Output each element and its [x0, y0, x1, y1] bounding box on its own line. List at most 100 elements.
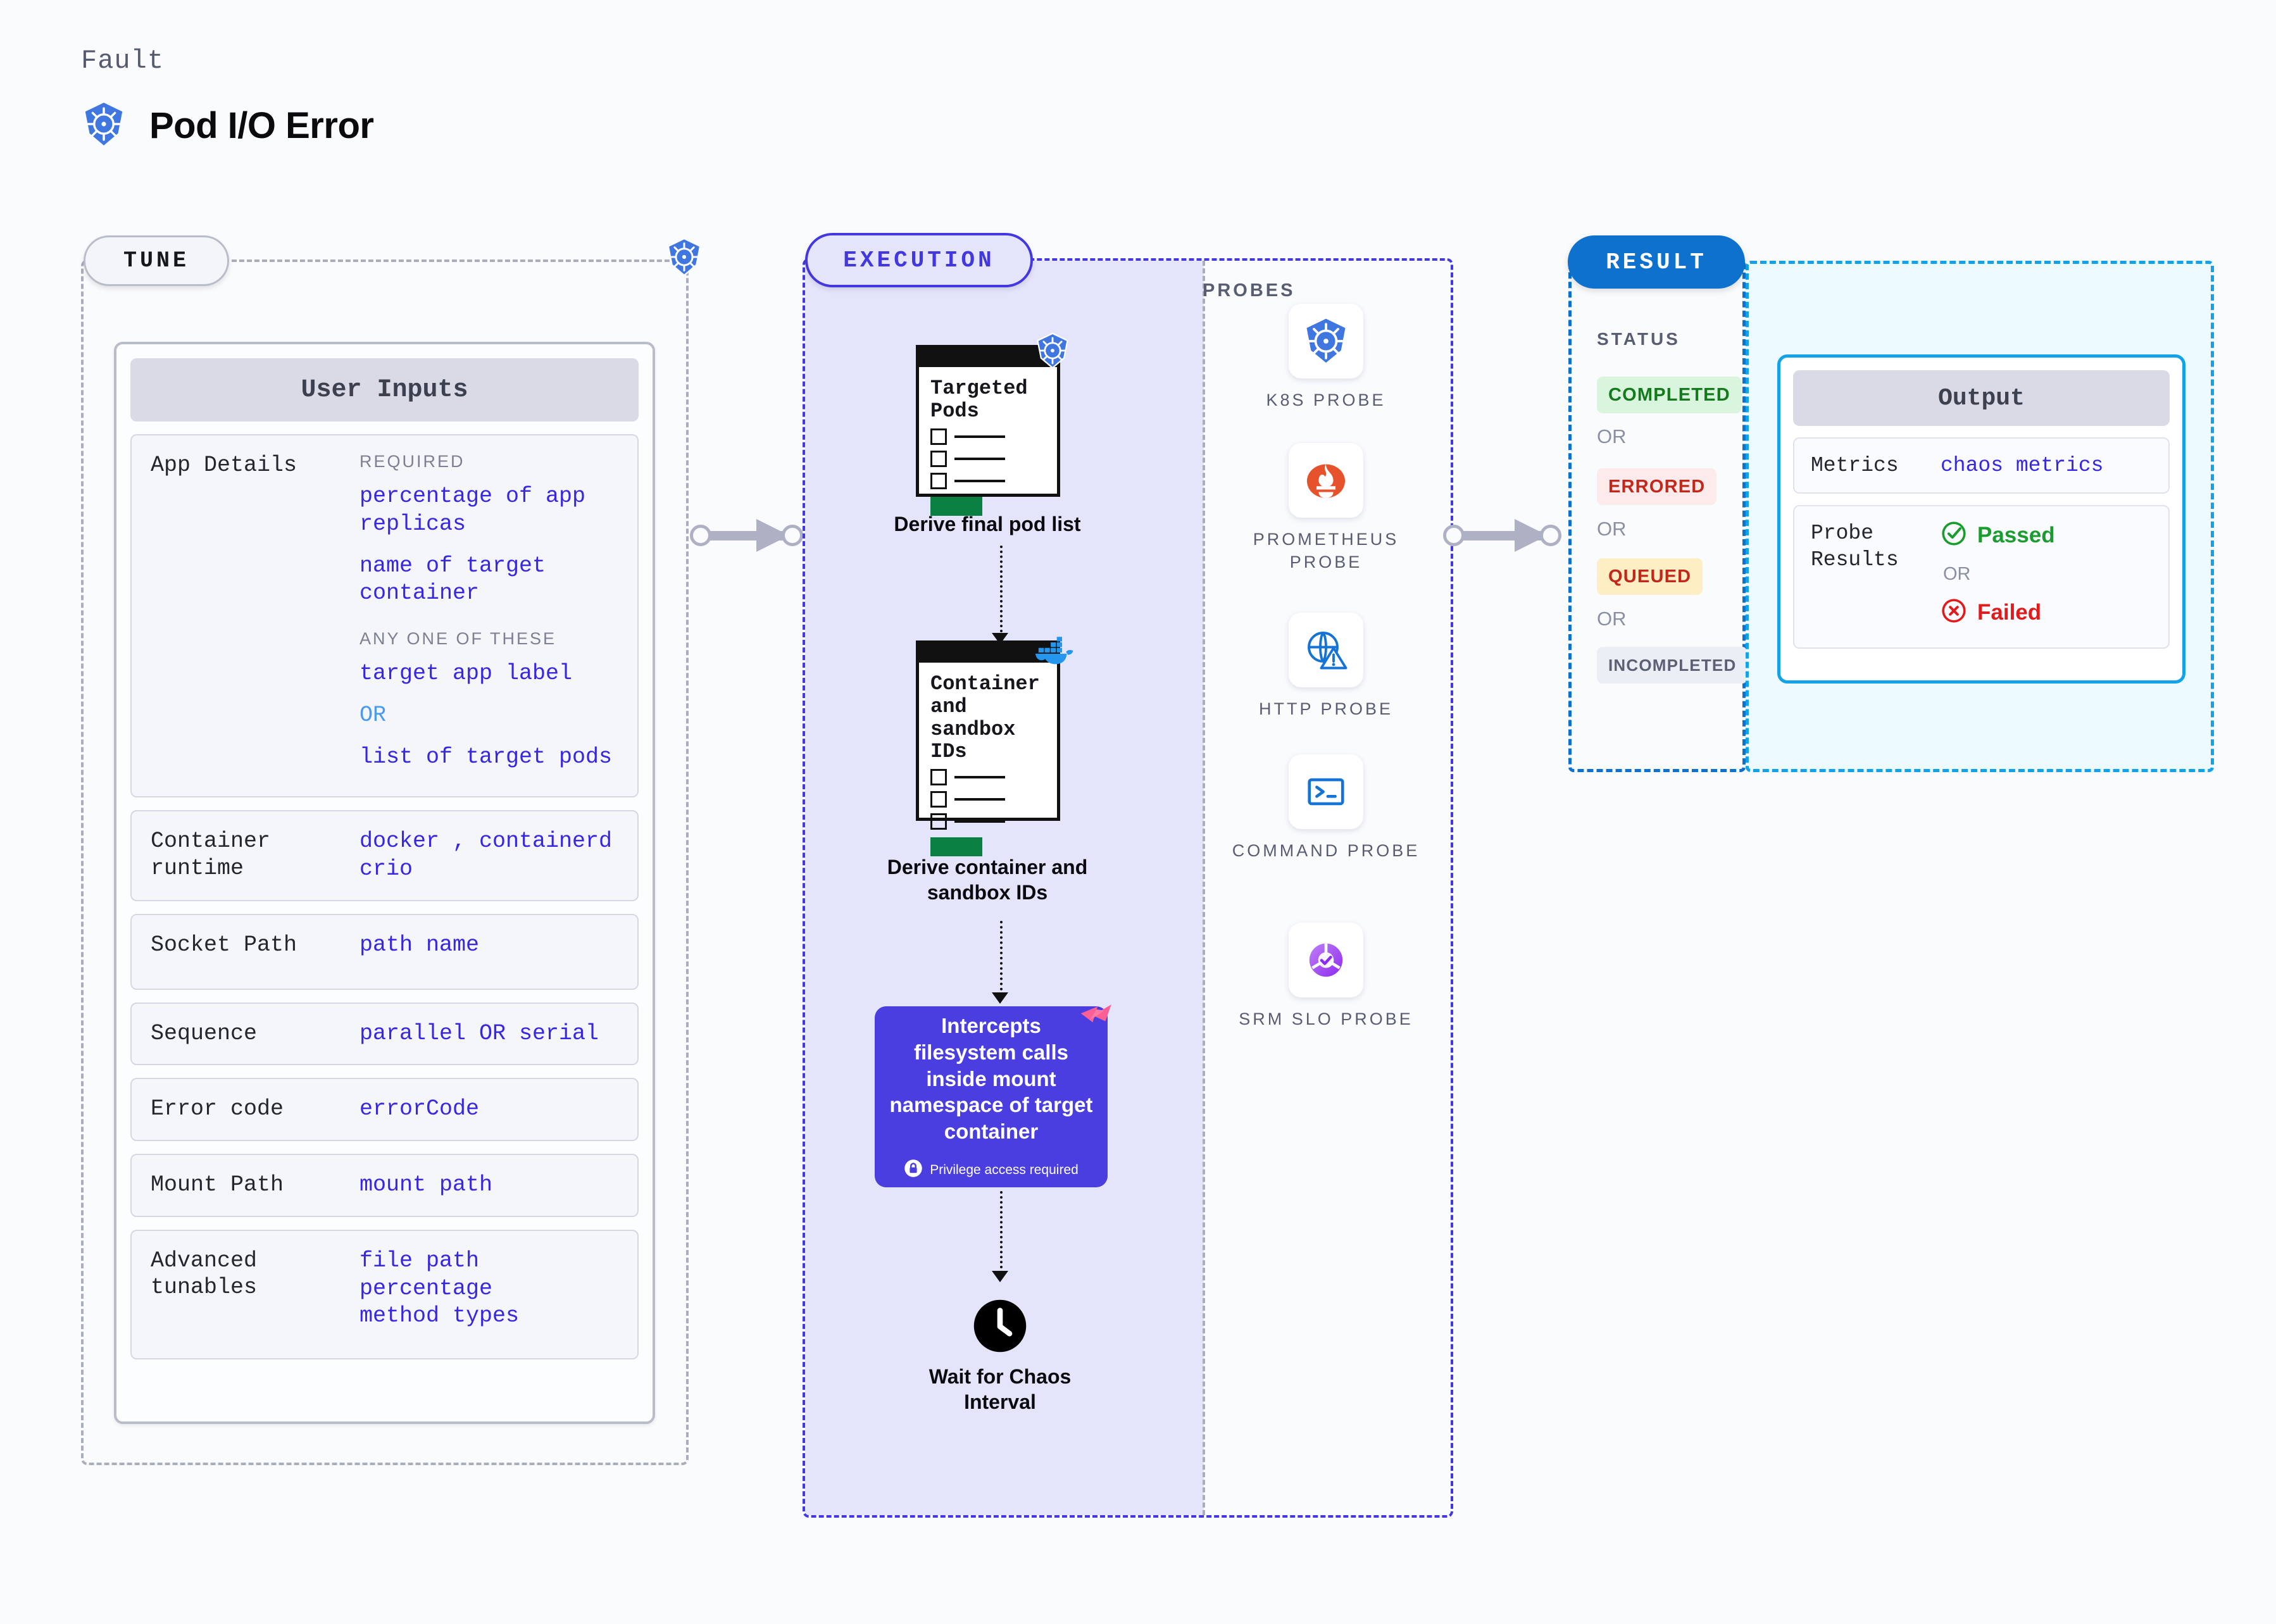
list-line [954, 776, 1005, 779]
tune-panel [81, 259, 689, 1465]
probes-divider [1203, 261, 1205, 1515]
action-box-text: Intercepts filesystem calls inside mount… [889, 1013, 1093, 1144]
fault-kicker: Fault [81, 46, 165, 76]
or-label: OR [1597, 425, 1627, 447]
probe-result-passed: Passed [1941, 520, 2152, 550]
tune-tag: TUNE [84, 235, 229, 286]
tunable-value: path name [360, 932, 480, 958]
tunable-value: method types [360, 1303, 520, 1329]
probe-label: SRM SLO PROBE [1239, 1009, 1413, 1028]
status-badge-queued: QUEUED [1597, 558, 1703, 595]
tunable-label: Container runtime [151, 828, 271, 881]
tunable-value: file path [360, 1247, 480, 1273]
flow-arrow [1000, 1191, 1003, 1273]
arrow-head-icon [992, 1271, 1008, 1282]
connector-tune-to-execution [687, 519, 807, 552]
status-label: STATUS [1597, 329, 1680, 349]
status-badge-errored: ERRORED [1597, 468, 1717, 505]
tunable-value: errorCode [360, 1096, 480, 1122]
action-box: Intercepts filesystem calls inside mount… [875, 1006, 1108, 1187]
checkbox-icon [930, 813, 947, 830]
status-badge-incompleted: INCOMPLETED [1597, 647, 1748, 684]
step-caption: Derive final pod list [894, 513, 1081, 535]
checkbox-icon [930, 428, 947, 445]
checkbox-icon [930, 450, 947, 467]
passed-label: Passed [1977, 522, 2055, 547]
probe-label: K8S PROBE [1266, 390, 1386, 409]
output-card: Output Metrics chaos metrics Probe Resul… [1777, 354, 2185, 684]
probes-label: PROBES [1203, 280, 1296, 301]
wait-caption: Wait for Chaos Interval [929, 1365, 1072, 1413]
probe-label: COMMAND PROBE [1232, 841, 1420, 860]
tunable-value: name of target container [360, 553, 546, 606]
list-line [954, 435, 1005, 438]
terminal-icon [1289, 754, 1363, 829]
kubernetes-icon [1289, 304, 1363, 378]
card-title: Targeted Pods [930, 377, 1028, 423]
tunable-value: crio [360, 856, 413, 882]
check-circle-icon [1941, 520, 1967, 550]
probe-label: PROMETHEUS PROBE [1253, 530, 1399, 572]
tunable-value: target app label [360, 661, 573, 686]
fault-title-row: Pod I/O Error [81, 101, 374, 150]
tunable-value: percentage [360, 1275, 493, 1301]
tunable-value: mount path [360, 1172, 493, 1197]
probe-http[interactable]: HTTP PROBE [1231, 613, 1421, 720]
tunable-value: parallel OR serial [360, 1020, 599, 1046]
tunable-row-socket-path[interactable]: Socket Path path name [130, 913, 639, 990]
container-sandbox-card: Container and sandbox IDs [916, 640, 1060, 857]
output-row-probe-results: Probe Results Passed OR [1793, 505, 2170, 649]
status-badge-completed: COMPLETED [1597, 377, 1742, 413]
connector-execution-to-result [1440, 519, 1566, 552]
tunable-row-mount-path[interactable]: Mount Path mount path [130, 1154, 639, 1217]
user-inputs-title: User Inputs [130, 358, 639, 422]
output-value: chaos metrics [1941, 454, 2104, 477]
flow-arrow [1000, 546, 1003, 637]
docker-icon [1034, 636, 1076, 672]
lock-icon [904, 1159, 923, 1181]
progress-bar [930, 496, 982, 516]
flow-arrow [1000, 921, 1003, 996]
probe-k8s[interactable]: K8S PROBE [1231, 304, 1421, 411]
prometheus-icon [1289, 443, 1363, 518]
checkbox-icon [930, 472, 947, 489]
failed-label: Failed [1977, 599, 2042, 625]
group-caption: REQUIRED [360, 452, 465, 471]
probe-srm-slo[interactable]: SRM SLO PROBE [1231, 923, 1421, 1030]
result-tag: RESULT [1568, 235, 1745, 289]
probe-result-failed: Failed [1941, 597, 2152, 627]
list-line [954, 798, 1005, 801]
progress-bar [930, 837, 982, 857]
x-circle-icon [1941, 597, 1967, 627]
targeted-pods-card: Targeted Pods [916, 345, 1060, 516]
execution-panel [803, 258, 1453, 1518]
group-caption: ANY ONE OF THESE [360, 629, 557, 648]
kubernetes-icon [665, 237, 704, 280]
tunable-row-container-runtime[interactable]: Container runtime docker , containerd cr… [130, 810, 639, 901]
tunable-label: App Details [151, 453, 297, 478]
execution-tag: EXECUTION [805, 233, 1033, 287]
tunable-or: OR [360, 702, 387, 728]
tunable-label: Sequence [151, 1020, 258, 1046]
tunable-row-error-code[interactable]: Error code errorCode [130, 1078, 639, 1141]
clock-icon [972, 1297, 1029, 1358]
list-line [954, 457, 1005, 460]
checkbox-icon [930, 769, 947, 786]
srm-slo-icon [1289, 923, 1363, 997]
privilege-text: Privilege access required [930, 1162, 1079, 1177]
user-inputs-card: User Inputs App Details REQUIRED percent… [114, 342, 655, 1424]
probe-command[interactable]: COMMAND PROBE [1231, 754, 1421, 862]
probe-prometheus[interactable]: PROMETHEUS PROBE [1231, 443, 1421, 574]
kubernetes-icon [1034, 332, 1071, 372]
tunable-row-advanced-tunables[interactable]: Advanced tunables file path percentage m… [130, 1229, 639, 1359]
probe-label: HTTP PROBE [1258, 699, 1394, 718]
tunable-value: percentage of app replicas [360, 484, 586, 537]
tunable-row-sequence[interactable]: Sequence parallel OR serial [130, 1002, 639, 1066]
litmus-icon [1076, 999, 1115, 1041]
or-label: OR [1943, 564, 1971, 585]
list-line [954, 479, 1005, 482]
list-line [954, 820, 1005, 823]
tunable-row-app-details[interactable]: App Details REQUIRED percentage of app r… [130, 434, 639, 798]
arrow-head-icon [992, 992, 1008, 1004]
page-title: Pod I/O Error [149, 105, 374, 146]
